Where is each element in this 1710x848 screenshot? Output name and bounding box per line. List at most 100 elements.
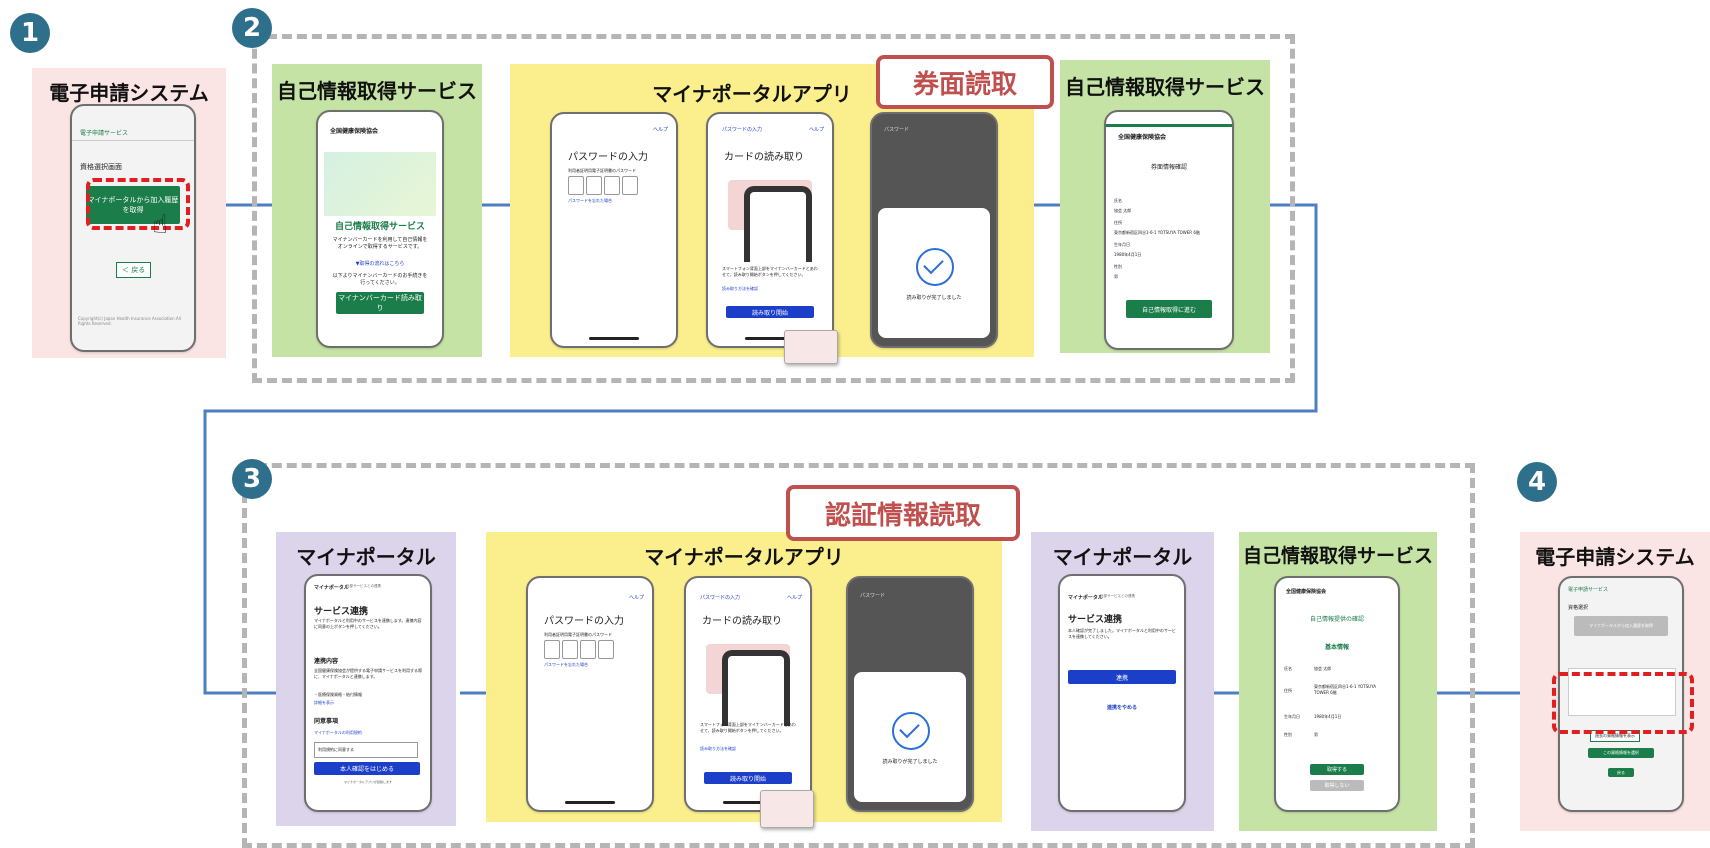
- phone-card-confirm: 全国健康保険協会 券面情報確認 氏名 協会 太郎 住所 東京都新宿区四谷1-6-…: [1104, 110, 1234, 350]
- brand-sub: 外部サービスとの連携: [346, 584, 381, 588]
- step-number-2: 2: [232, 8, 272, 48]
- done-message: 読み取りが完了しました: [906, 295, 962, 301]
- help-link[interactable]: ヘルプ: [652, 127, 668, 133]
- get-history-button[interactable]: マイナポータルから加入履歴を取得: [1574, 616, 1668, 636]
- select-button[interactable]: この資格情報を選択: [1588, 748, 1654, 758]
- description: マイナンバーカードを利用して自己情報をオンラインで取得するサービスです。: [332, 237, 428, 250]
- start-read-button[interactable]: 読み取り開始: [726, 306, 814, 318]
- pw-box[interactable]: [598, 640, 614, 659]
- screen-title: カードの読み取り: [702, 616, 782, 627]
- group-box-2: [252, 34, 1295, 383]
- item: ・医療保険資格・給付情報: [314, 692, 362, 697]
- help-link[interactable]: ヘルプ: [628, 595, 644, 601]
- panel-title: マイナポータル: [296, 545, 436, 569]
- screen-title: パスワードの入力: [544, 616, 624, 627]
- birth-value: 1980年4月1日: [1314, 714, 1342, 719]
- screen-header: 電子申請サービス: [1568, 587, 1609, 593]
- panel-title: 自己情報取得サービス: [1242, 545, 1433, 567]
- sex-value: 男: [1114, 274, 1118, 279]
- sex-label: 性別: [1284, 732, 1292, 737]
- footer-copyright: Copyright(c) Japan Health Insurance Asso…: [78, 316, 181, 326]
- phone-card-read-2: パスワードの入力 ヘルプ カードの読み取り スマートフォン背面上部をマイナンバー…: [684, 576, 812, 812]
- section-title: 同意事項: [314, 718, 339, 725]
- start-read-button[interactable]: 読み取り開始: [704, 772, 792, 784]
- description: 本人確認が完了しました。マイナポータルと利用中のサービスを連携してください。: [1068, 628, 1176, 639]
- org-name: 全国健康保険協会: [330, 128, 379, 135]
- pw-box[interactable]: [622, 176, 638, 195]
- sex-value: 男: [1314, 732, 1318, 737]
- pw-box[interactable]: [562, 640, 578, 659]
- back-button[interactable]: 戻る: [1608, 768, 1634, 777]
- pw-box[interactable]: [544, 640, 560, 659]
- arrow-row-wrap: [203, 203, 1318, 705]
- screen-title: パスワードの入力: [568, 152, 648, 163]
- instruction: スマートフォン背面上部をマイナンバーカードとあわせて、読み取り開始ボタンを押して…: [722, 266, 818, 277]
- illustration: [324, 152, 436, 216]
- cancel-link[interactable]: 連携をやめる: [1106, 705, 1137, 711]
- pw-box[interactable]: [580, 640, 596, 659]
- mynumber-card-icon: [760, 790, 814, 828]
- screen-section: 資格選択画面: [80, 163, 122, 171]
- phone-card-read-1: パスワードの入力 ヘルプ カードの読み取り スマートフォン背面上部をマイナンバー…: [706, 112, 834, 348]
- forgot-link[interactable]: パスワードを忘れた場合: [568, 198, 612, 203]
- screen-title: 自己情報提供の確認: [1309, 616, 1364, 623]
- done-message: 読み取りが完了しました: [882, 759, 938, 765]
- description: マイナポータルと利用中のサービスを連携します。連携内容に同意の上ボタンを押してく…: [314, 618, 422, 629]
- screen-title: サービス連携: [314, 607, 369, 617]
- org-name: 全国健康保険協会: [1118, 134, 1167, 141]
- birth-value: 1980年4月1日: [1114, 252, 1142, 257]
- forgot-link[interactable]: パスワードを忘れた場合: [544, 662, 588, 667]
- obtain-button[interactable]: 取得する: [1310, 764, 1364, 775]
- back-button[interactable]: ＜ 戻る: [116, 262, 152, 278]
- step-number-3: 3: [232, 459, 272, 499]
- panel-title: 電子申請システム: [1535, 545, 1695, 569]
- panel-title: 電子申請システム: [49, 81, 209, 105]
- section-desc: 全国健康保険協会が提供する電子申請サービスを利用する際に、マイナポータルと連携し…: [314, 668, 422, 679]
- detail-link[interactable]: 詳細を表示: [314, 700, 334, 705]
- method-link[interactable]: 読み取り方法を確認: [700, 746, 736, 751]
- phone-password-2: ヘルプ パスワードの入力 利用者証明用電子証明書のパスワード パスワードを忘れた…: [526, 576, 654, 812]
- method-link[interactable]: 読み取り方法を確認: [722, 286, 758, 291]
- decline-button[interactable]: 取得しない: [1310, 780, 1364, 791]
- screen-title: カードの読み取り: [724, 152, 804, 163]
- help-link[interactable]: ヘルプ: [808, 127, 824, 133]
- pw-hint: 利用者証明用電子証明書のパスワード: [544, 632, 612, 637]
- proceed-button[interactable]: 自己情報取得に進む: [1126, 300, 1212, 318]
- screen-header: 電子申請サービス: [80, 130, 129, 137]
- addr-label: 住所: [1284, 688, 1292, 693]
- terms-link[interactable]: マイナポータルの利用規約: [314, 730, 362, 735]
- pw-box[interactable]: [568, 176, 584, 195]
- read-card-button[interactable]: マイナンバーカード読み取り: [336, 292, 424, 314]
- org-name: 全国健康保険協会: [1286, 589, 1327, 595]
- pw-box[interactable]: [604, 176, 620, 195]
- back-link[interactable]: パスワードの入力: [700, 595, 741, 601]
- phone-portal-consent: マイナポータル 外部サービスとの連携 サービス連携 マイナポータルと利用中のサー…: [304, 574, 432, 812]
- name-value: 協会 太郎: [1114, 208, 1132, 213]
- pointer-hand-icon: ☝: [152, 210, 168, 240]
- brand-sub: 外部サービスとの連携: [1100, 594, 1135, 598]
- get-history-button[interactable]: マイナポータルから加入履歴を取得: [86, 186, 180, 224]
- panel-title: 自己情報取得サービス: [277, 79, 477, 103]
- phone-jiko-confirm: 全国健康保険協会 自己情報提供の確認 基本情報 氏名 協会 太郎 住所 東京都新…: [1274, 576, 1400, 812]
- start-verify-button[interactable]: 本人確認をはじめる: [314, 762, 420, 775]
- agree-checkbox[interactable]: 利用規約に同意する: [314, 742, 418, 758]
- instruction: スマートフォン背面上部をマイナンバーカードとあわせて、読み取り開始ボタンを押して…: [700, 722, 796, 733]
- brand: マイナポータル: [1068, 595, 1103, 601]
- phone-read-done-1: パスワード 読み取りが完了しました: [870, 112, 998, 348]
- pw-box[interactable]: [586, 176, 602, 195]
- addr-label: 住所: [1114, 220, 1122, 225]
- panel-title: マイナポータルアプリ: [644, 545, 844, 569]
- flow-link[interactable]: ▼取得の流れはこちら: [355, 261, 405, 267]
- help-link[interactable]: ヘルプ: [786, 595, 802, 601]
- birth-label: 生年月日: [1114, 242, 1130, 247]
- birth-label: 生年月日: [1284, 714, 1300, 719]
- screen-title: 券面情報確認: [1150, 164, 1187, 171]
- back-link[interactable]: パスワードの入力: [722, 127, 763, 133]
- panel-title: マイナポータル: [1052, 545, 1193, 569]
- step-number-4: 4: [1517, 462, 1557, 502]
- screen-section: 資格選択: [1568, 605, 1589, 611]
- phone-jiko-intro: 全国健康保険協会 自己情報取得サービス マイナンバーカードを利用して自己情報をオ…: [316, 110, 444, 348]
- phone-portal-link: マイナポータル 外部サービスとの連携 サービス連携 本人確認が完了しました。マイ…: [1058, 574, 1186, 812]
- link-button[interactable]: 連携: [1068, 670, 1176, 684]
- back-link: パスワード: [884, 127, 910, 133]
